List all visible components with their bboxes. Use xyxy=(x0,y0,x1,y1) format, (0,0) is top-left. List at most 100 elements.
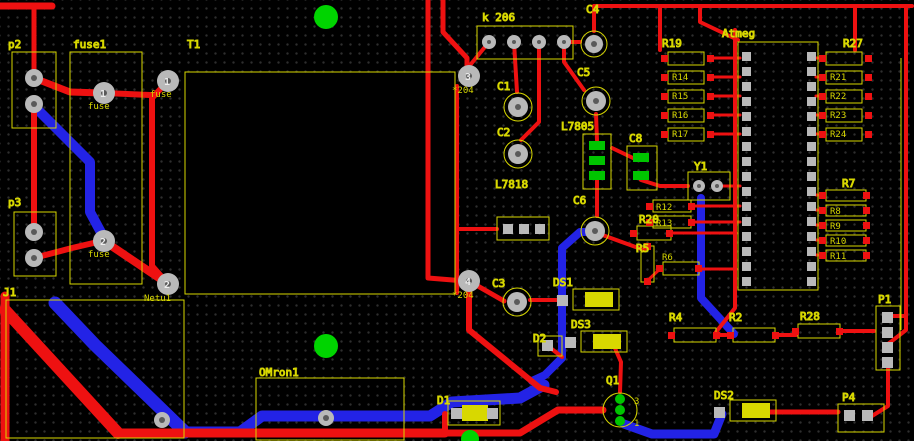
transformer-body xyxy=(186,73,454,293)
outline-OMron1[interactable] xyxy=(255,377,405,441)
outline-C5[interactable] xyxy=(581,86,611,116)
label-j1: J1 xyxy=(3,286,16,299)
label-r6: R6 xyxy=(662,253,673,263)
outline-C4[interactable] xyxy=(580,30,608,58)
led-fills xyxy=(462,292,770,421)
label-d2: D2 xyxy=(533,332,546,345)
outline-P4[interactable] xyxy=(837,403,885,433)
outline-DS1[interactable] xyxy=(572,288,620,311)
outline-p3[interactable] xyxy=(13,211,57,277)
DS1-body xyxy=(585,292,613,307)
round-pads xyxy=(25,35,723,428)
outline-R2[interactable] xyxy=(732,327,776,343)
label-r28: R28 xyxy=(800,310,820,323)
outline-D1[interactable] xyxy=(447,400,501,426)
label-r27: R27 xyxy=(843,37,863,50)
outline-p2[interactable] xyxy=(11,51,57,129)
label-4: 4 xyxy=(465,277,471,288)
label-3: 3 xyxy=(634,397,639,407)
label-r23: R23 xyxy=(830,111,846,121)
label-fuse1: fuse1 xyxy=(73,38,106,51)
outline-R4[interactable] xyxy=(673,327,717,343)
outline-L7805[interactable] xyxy=(582,133,612,190)
label-1: 1 xyxy=(634,419,639,429)
outline-R7[interactable] xyxy=(825,189,867,202)
label-fuse: fuse xyxy=(88,102,110,112)
label-atmeg: Atmeg xyxy=(722,27,755,40)
via-top xyxy=(314,5,338,29)
label-omron1: OMron1 xyxy=(259,366,299,379)
outline-Y1[interactable] xyxy=(687,171,731,201)
via-middle xyxy=(314,334,338,358)
component-bodies xyxy=(186,73,454,293)
DS3-body xyxy=(593,334,621,349)
outline-T1[interactable] xyxy=(184,71,456,295)
green-pads-vias xyxy=(314,5,649,441)
label-2: 2 xyxy=(100,237,106,248)
outline-k206[interactable] xyxy=(476,25,574,60)
label-r19: R19 xyxy=(662,37,682,50)
label-r11: R11 xyxy=(830,252,846,262)
label-r8: R8 xyxy=(830,207,841,217)
outline-J1[interactable] xyxy=(5,299,185,439)
label-ds2: DS2 xyxy=(714,389,734,402)
label-l7818: L7818 xyxy=(495,178,528,191)
label-c8: C8 xyxy=(629,132,642,145)
label-r13: R13 xyxy=(656,219,672,229)
outline-P1[interactable] xyxy=(875,305,901,371)
label-c4: C4 xyxy=(586,3,600,16)
label-p4: P4 xyxy=(842,391,856,404)
label-k-206: k 206 xyxy=(482,11,515,24)
label-r16: R16 xyxy=(672,111,688,121)
label-q1: Q1 xyxy=(606,374,619,387)
outline-DS3[interactable] xyxy=(580,330,628,353)
outline-C3[interactable] xyxy=(502,287,532,317)
label-r14: R14 xyxy=(672,73,688,83)
label-r4: R4 xyxy=(669,311,683,324)
outline-D2[interactable] xyxy=(537,335,563,357)
outline-C8[interactable] xyxy=(626,145,658,191)
outline-R27[interactable] xyxy=(825,51,863,66)
label-1: 1 xyxy=(164,77,170,88)
label-r24: R24 xyxy=(830,130,846,140)
outline-C2[interactable] xyxy=(503,139,533,169)
label-p3: p3 xyxy=(8,196,21,209)
label-l7805: L7805 xyxy=(561,120,594,133)
label-r9: R9 xyxy=(830,222,841,232)
label-r5: R5 xyxy=(636,242,649,255)
label-1: 1 xyxy=(100,89,106,100)
outline-DS2[interactable] xyxy=(729,399,777,422)
outline-atmega[interactable] xyxy=(737,41,819,291)
label-c6: C6 xyxy=(573,194,586,207)
outline-R28[interactable] xyxy=(797,323,841,339)
label-ds3: DS3 xyxy=(571,318,591,331)
silkscreen-outlines xyxy=(5,25,902,441)
D1-body xyxy=(462,405,488,421)
label-2: 2 xyxy=(164,280,170,291)
label--204: *204 xyxy=(452,86,474,96)
via-bottom xyxy=(461,430,479,441)
label-r22: R22 xyxy=(830,92,846,102)
outline-Q1[interactable] xyxy=(602,392,638,428)
outline-C1[interactable] xyxy=(503,92,533,122)
outline-R6[interactable] xyxy=(662,261,700,276)
label-r17: R17 xyxy=(672,130,688,140)
label-r7: R7 xyxy=(842,177,855,190)
label-r20: R20 xyxy=(639,213,659,226)
label-r2: R2 xyxy=(729,311,742,324)
label-d1: D1 xyxy=(437,394,450,407)
outline-C6[interactable] xyxy=(580,216,610,246)
label-t1: T1 xyxy=(187,38,200,51)
outline-L7818[interactable] xyxy=(496,216,550,241)
outline-R19[interactable] xyxy=(667,51,705,66)
label-y1: Y1 xyxy=(694,160,707,173)
red-pads xyxy=(630,55,872,339)
outline-fuse1[interactable] xyxy=(69,51,143,285)
label-r12: R12 xyxy=(656,203,672,213)
label-r15: R15 xyxy=(672,92,688,102)
label-3: 3 xyxy=(465,72,471,83)
label-fuse: fuse xyxy=(150,90,172,100)
